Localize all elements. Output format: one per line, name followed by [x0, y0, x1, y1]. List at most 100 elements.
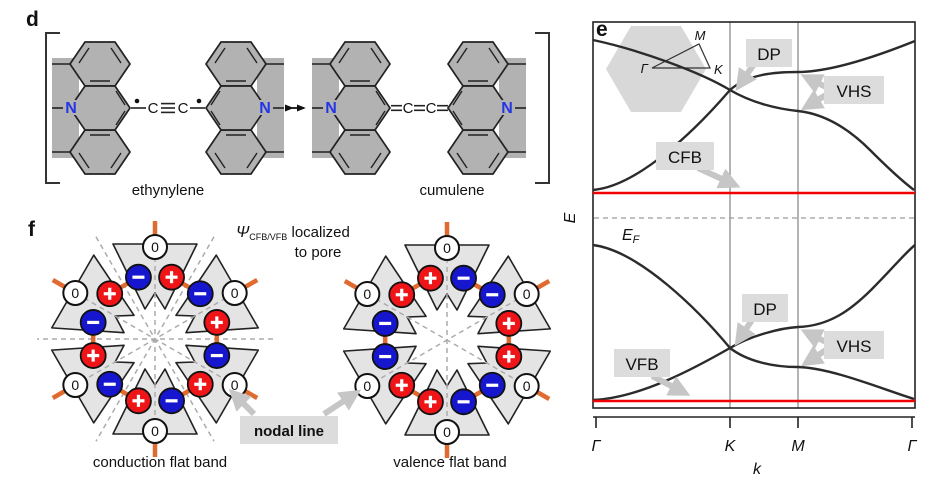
psi-annotation-line2: to pore — [295, 244, 342, 261]
acridine-unit-4 — [447, 41, 527, 175]
zero-node-label: 0 — [523, 286, 531, 302]
dp-arrow-upper — [735, 62, 757, 91]
outer-bond-stub — [535, 389, 551, 401]
zero-node-label: 0 — [71, 377, 79, 393]
dp-box-lower — [742, 294, 788, 322]
vhs-box-lower — [824, 331, 884, 359]
acridine-unit-3 — [311, 41, 391, 175]
zero-node-label: 0 — [363, 378, 371, 394]
nitrogen-label: N — [65, 100, 77, 117]
nitrogen-label: N — [325, 100, 337, 117]
dp-box-upper — [746, 39, 792, 67]
panel-f-label: f — [28, 218, 36, 241]
cfb-box — [656, 142, 714, 170]
energy-axis-label: E — [562, 212, 579, 223]
nodal-arrow-right — [322, 389, 362, 417]
radical-dot — [196, 98, 202, 104]
vfb-arrow — [650, 373, 691, 396]
radical-dot — [134, 98, 140, 104]
dp-arrow-lower — [734, 318, 756, 346]
dp-label-lower: DP — [753, 300, 777, 319]
vhs-arrow-lower-1 — [800, 329, 828, 349]
tick-label-M: M — [791, 438, 805, 455]
nodal-dashed-line — [344, 280, 550, 400]
zero-node-label: 0 — [151, 423, 159, 439]
vhs-box-upper — [824, 76, 884, 104]
nodal-dashed-line — [52, 279, 258, 399]
carbon-label: C — [426, 100, 437, 117]
outer-bond-stub — [535, 279, 551, 291]
outer-bond-stub — [51, 388, 67, 400]
outer-bond-stub — [243, 388, 259, 400]
cumulene-caption: cumulene — [419, 182, 484, 199]
vfb-caption: valence flat band — [393, 454, 506, 471]
cfb-arrow — [696, 165, 741, 189]
psi-symbol: Ψ — [236, 224, 250, 241]
zero-node-label: 0 — [71, 285, 79, 301]
vhs-label-lower: VHS — [837, 337, 872, 356]
panel-e: Γ M K EF DP VHS CFB DP — [562, 18, 917, 478]
zero-node-circle — [513, 373, 540, 399]
vhs-arrow-upper-2 — [800, 89, 828, 111]
outer-bond-stub — [243, 278, 259, 290]
valence-band-dispersive-1 — [592, 243, 915, 401]
zero-node-circle — [62, 280, 89, 306]
plot-frame — [592, 21, 916, 409]
cfb-caption: conduction flat band — [93, 454, 227, 471]
zero-node-label: 0 — [151, 239, 159, 255]
brillouin-zone-hexagon — [606, 26, 706, 112]
bz-m-label: M — [695, 28, 706, 43]
right-bracket — [535, 32, 550, 184]
zero-node-circle — [434, 419, 460, 445]
zero-node-circle — [434, 235, 460, 261]
carbon-label: C — [148, 100, 159, 117]
zero-node-label: 0 — [231, 285, 239, 301]
acridine-unit-2 — [205, 41, 285, 175]
zero-node-circle — [221, 280, 248, 306]
ef-sub: F — [633, 234, 641, 246]
zero-node-circle — [354, 281, 381, 307]
vhs-arrow-upper-1 — [800, 74, 828, 94]
nitrogen-label: N — [259, 100, 271, 117]
left-bracket — [45, 32, 60, 184]
psi-annotation-line1: ΨCFB/VFB localized — [236, 224, 350, 242]
cfb-label: CFB — [668, 148, 702, 167]
nodal-line-box — [240, 416, 338, 444]
nodal-arrow-left — [228, 388, 257, 417]
vfb-label: VFB — [625, 355, 658, 374]
dp-label-upper: DP — [757, 45, 781, 64]
ef-main: E — [622, 227, 633, 244]
carbon-label: C — [403, 100, 414, 117]
conduction-band-dispersive-1 — [592, 38, 915, 191]
vhs-arrow-lower-2 — [800, 345, 828, 367]
bz-gamma-label: Γ — [641, 61, 649, 76]
k-axis-title: k — [753, 461, 762, 478]
vhs-label-upper: VHS — [837, 82, 872, 101]
zero-node-circle — [62, 372, 89, 398]
outer-bond-stub — [343, 279, 359, 291]
nitrogen-label: N — [501, 100, 513, 117]
tick-label-gamma-right: Γ — [907, 438, 917, 455]
tick-label-K: K — [725, 438, 737, 455]
zero-node-label: 0 — [523, 378, 531, 394]
acridine-unit-1 — [51, 41, 131, 175]
outer-bond-stub — [51, 278, 67, 290]
zero-node-circle — [142, 234, 168, 260]
zero-node-label: 0 — [443, 240, 451, 256]
carbon-label: C — [178, 100, 189, 117]
psi-rest: localized — [287, 224, 350, 241]
zero-node-circle — [513, 281, 540, 307]
psi-subscript: CFB/VFB — [249, 232, 287, 242]
zero-node-circle — [354, 373, 381, 399]
panel-d: d N N N N C C C C ethynylene cumulene — [26, 8, 550, 199]
fermi-level-label: EF — [622, 227, 641, 246]
bz-k-label: K — [714, 62, 724, 77]
tick-label-gamma-left: Γ — [591, 438, 601, 455]
ethynylene-caption: ethynylene — [132, 182, 205, 199]
panel-e-label: e — [596, 18, 608, 41]
